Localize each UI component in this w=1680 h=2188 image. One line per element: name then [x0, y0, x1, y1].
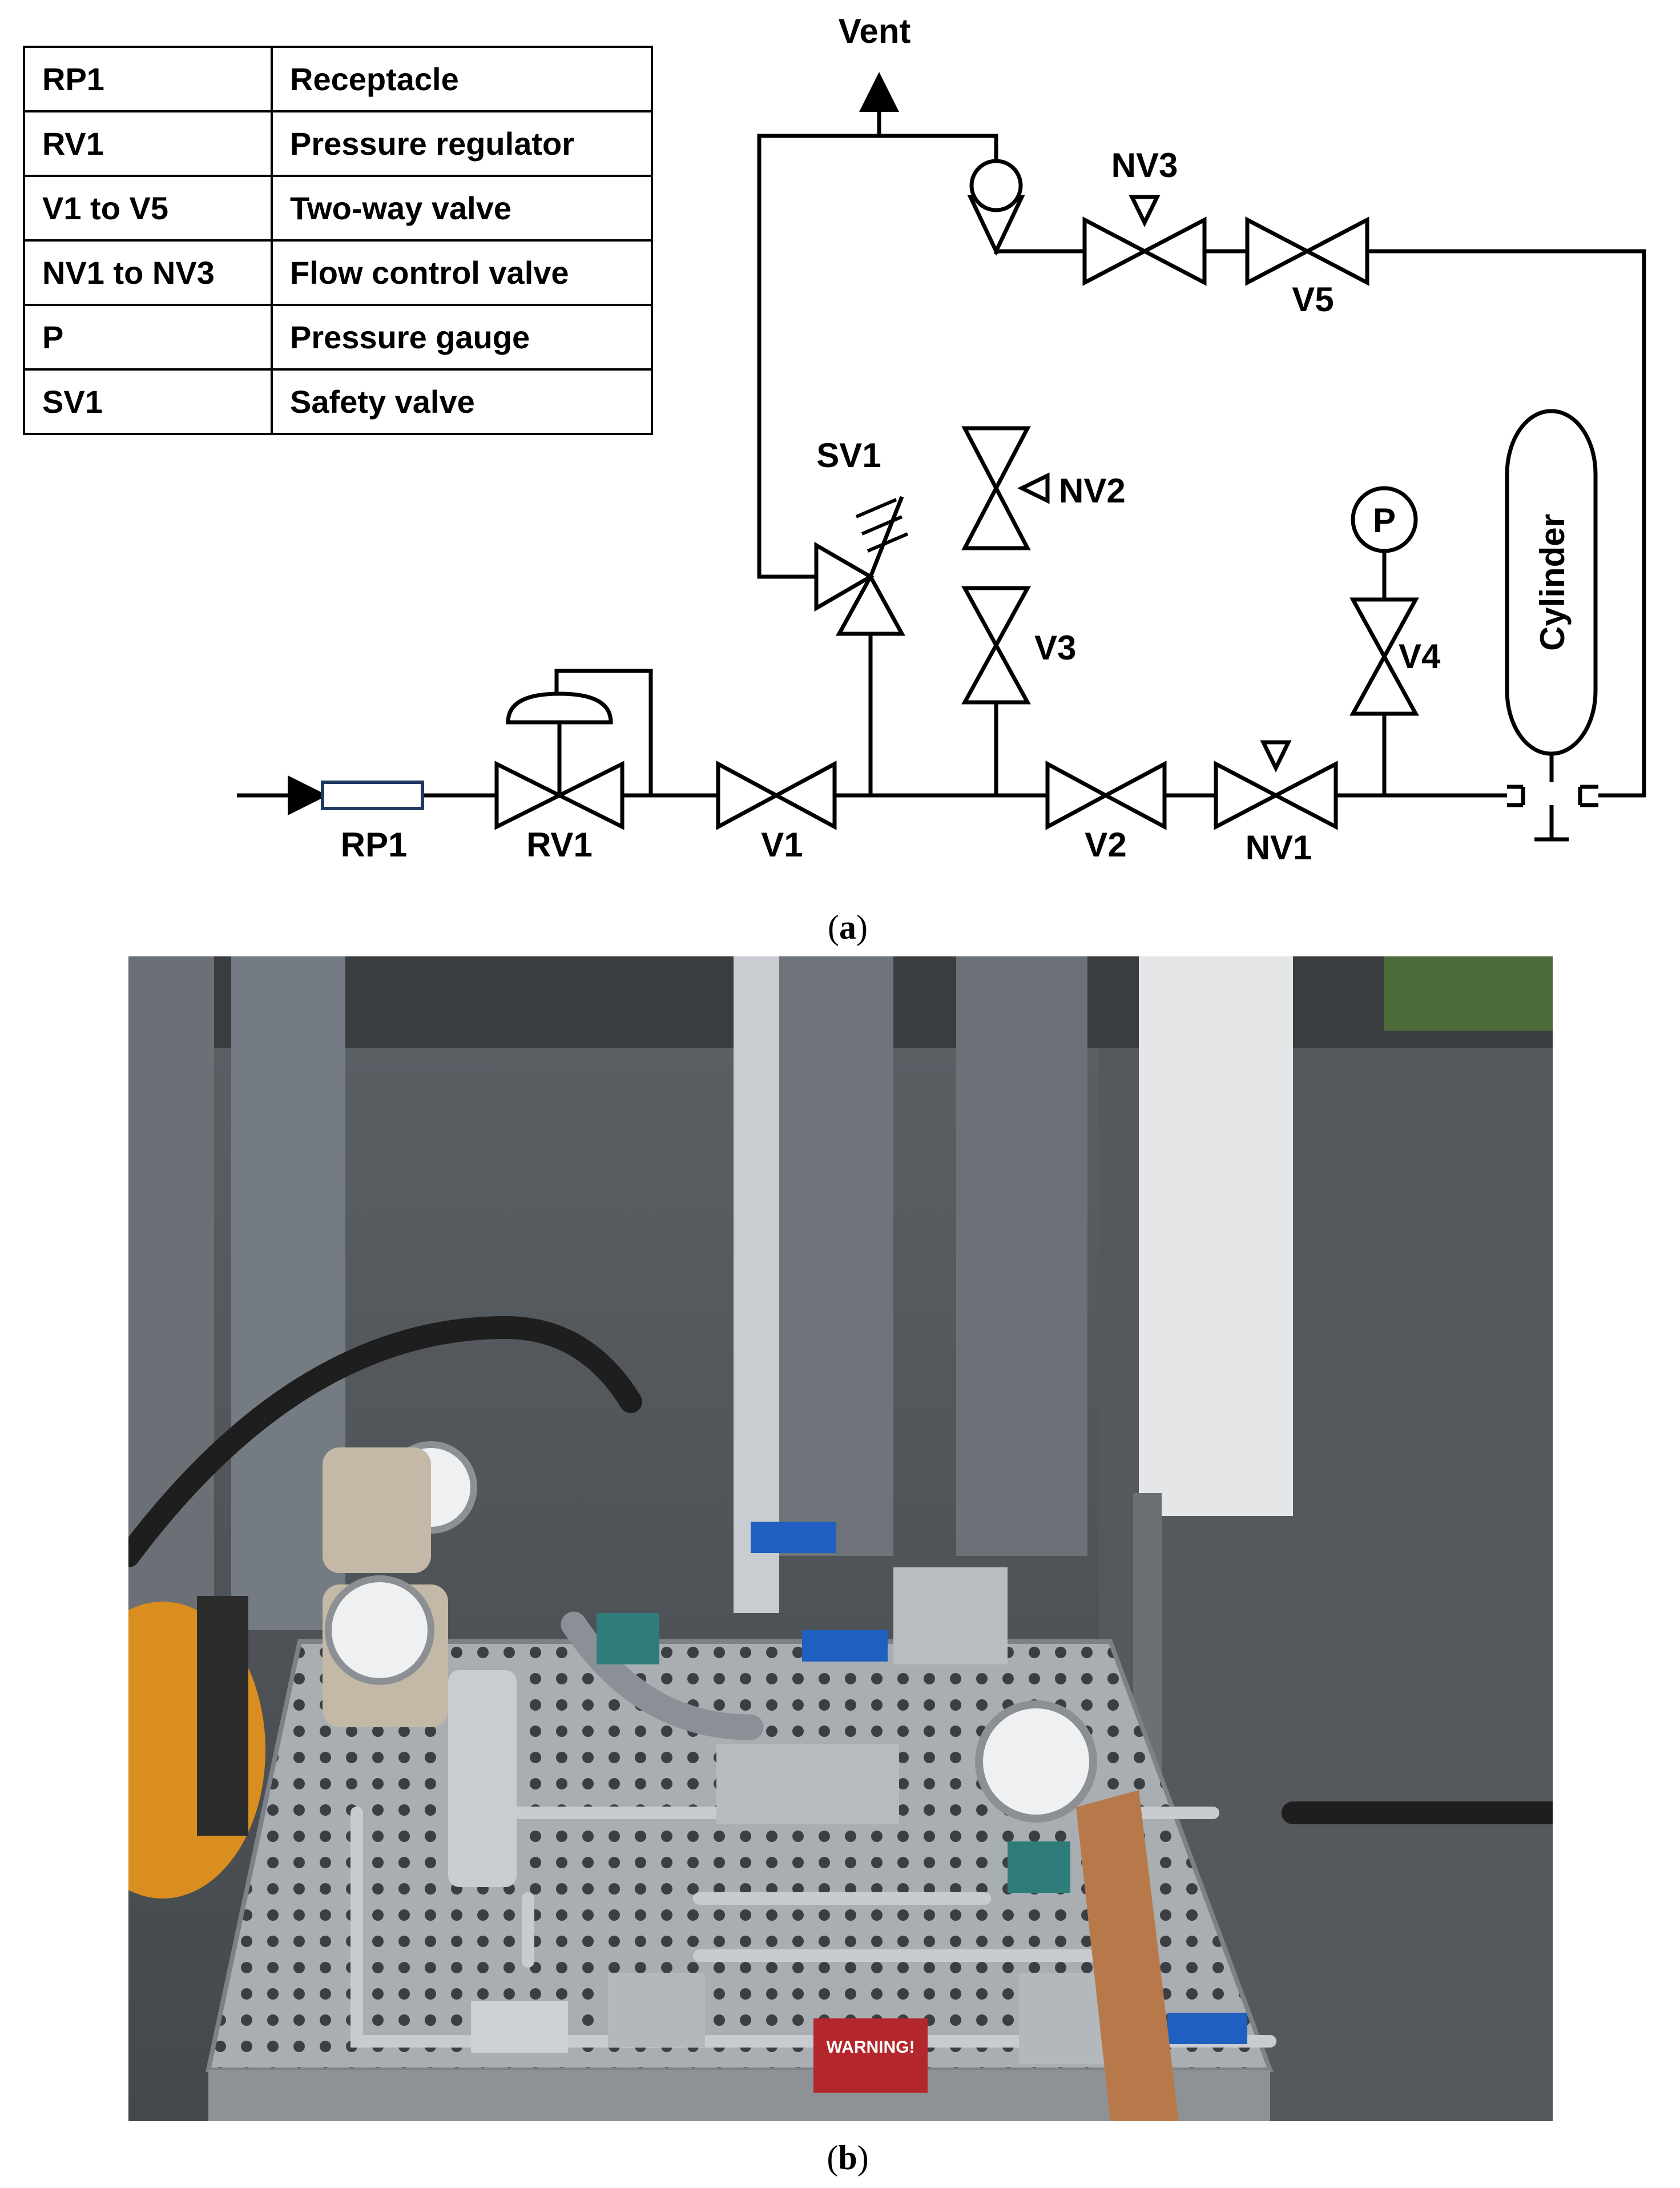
photo-illustration: WARNING!	[128, 956, 1553, 2121]
valve-v1	[716, 761, 837, 830]
pipe-regulator-sense	[554, 669, 653, 795]
caption-b: (b)	[827, 2139, 869, 2177]
receptacle-rp1	[321, 781, 424, 810]
legend-code: RV1	[23, 110, 273, 177]
photo-warning-label: WARNING!	[827, 2038, 915, 2057]
legend-code: SV1	[23, 368, 273, 435]
legend-code: RP1	[23, 46, 273, 112]
cylinder-coupling	[1507, 754, 1598, 842]
legend-code: V1 to V5	[23, 175, 273, 242]
legend-description: Two-way valve	[271, 175, 653, 242]
legend-row: P Pressure gauge	[23, 304, 653, 371]
label-cylinder: Cylinder	[1533, 514, 1572, 651]
label-sv1: SV1	[816, 436, 881, 474]
legend-code: NV1 to NV3	[23, 239, 273, 306]
pipe-upper-branch	[996, 249, 1646, 798]
label-gauge: P	[1373, 501, 1396, 540]
label-rp1: RP1	[341, 826, 408, 864]
label-vent: Vent	[839, 12, 911, 50]
pipe-sv1-vent	[757, 134, 998, 579]
valve-v4	[1349, 597, 1419, 716]
label-v2: V2	[1085, 826, 1126, 864]
legend-description: Pressure gauge	[271, 304, 653, 371]
caption-b-letter: b	[838, 2139, 857, 2177]
legend-description: Safety valve	[271, 368, 653, 435]
safety-valve-sv1	[814, 496, 909, 636]
legend-code: P	[23, 304, 273, 371]
pressure-gauge	[1351, 486, 1418, 553]
label-v3: V3	[1034, 629, 1076, 667]
photo-test-rig: WARNING!	[128, 956, 1553, 2121]
legend-description: Pressure regulator	[271, 110, 653, 177]
legend-table: RP1 Receptacle RV1 Pressure regulator V1…	[23, 46, 653, 435]
label-nv3: NV3	[1111, 146, 1178, 184]
legend-row: V1 to V5 Two-way valve	[23, 175, 653, 242]
caption-a-letter: a	[839, 908, 856, 946]
caption-a: (a)	[828, 908, 868, 946]
label-rv1: RV1	[526, 826, 593, 864]
label-nv1: NV1	[1246, 828, 1312, 867]
valve-v3	[961, 586, 1031, 705]
check-valve	[967, 159, 1025, 256]
label-nv2: NV2	[1059, 472, 1126, 510]
valve-v5	[1245, 216, 1369, 286]
label-v1: V1	[761, 826, 803, 864]
legend-row: SV1 Safety valve	[23, 368, 653, 435]
label-v4: V4	[1399, 637, 1441, 675]
legend-row: RV1 Pressure regulator	[23, 110, 653, 177]
valve-nv2	[961, 426, 1050, 550]
piping-schematic: Vent RP1 RV1 V1 V2 NV1 SV1 NV2 V3 NV3 V5…	[237, 12, 1646, 867]
valve-nv1	[1214, 740, 1338, 830]
regulator-rv1	[494, 691, 625, 830]
valve-nv3	[1082, 195, 1207, 286]
legend-row: NV1 to NV3 Flow control valve	[23, 239, 653, 306]
label-v5: V5	[1292, 280, 1333, 319]
legend-description: Receptacle	[271, 46, 653, 112]
legend-row: RP1 Receptacle	[23, 46, 653, 112]
legend-description: Flow control valve	[271, 239, 653, 306]
valve-v2	[1045, 761, 1167, 830]
